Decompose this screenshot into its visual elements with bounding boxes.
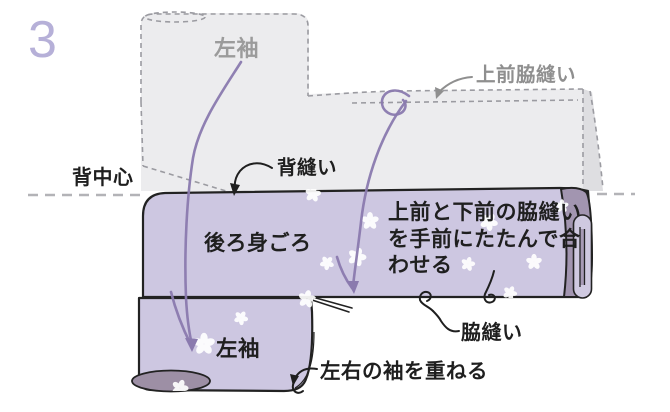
overlap-sleeves-arrow-head bbox=[290, 374, 299, 386]
ghost-sleeve-outline bbox=[140, 13, 309, 102]
side-seam-pinch-squiggle bbox=[483, 270, 496, 304]
motion-arrow-seam bbox=[351, 99, 408, 288]
motion-arrow-left-sleeve bbox=[184, 60, 243, 347]
fold-edge-detail bbox=[559, 187, 594, 299]
side-seam-pinch-loop bbox=[418, 290, 434, 312]
annotation-arrows bbox=[230, 76, 496, 394]
overlap-sleeves-label: 左右の袖を重ねる bbox=[320, 359, 488, 383]
side-seam-label: 脇縫い bbox=[461, 320, 523, 344]
sleeve-roll-edge bbox=[131, 369, 211, 393]
upper-front-side-seam-label: 上前脇縫い bbox=[476, 63, 576, 86]
back-seam-label: 背縫い bbox=[277, 156, 337, 179]
instruction-line-3: わせる bbox=[388, 254, 453, 277]
back-body-label: 後ろ身ごろ bbox=[204, 231, 312, 255]
upper-front-seam-arrow-head bbox=[435, 87, 444, 99]
ghost-right-outer-edge bbox=[589, 90, 604, 190]
instruction-line-2: を手前にたたんで合 bbox=[388, 227, 581, 251]
motion-arrow-seam-head bbox=[347, 281, 359, 294]
ghost-lower-left-edge bbox=[140, 101, 227, 192]
left-sleeve-panel bbox=[131, 296, 353, 393]
left-sleeve-label: 左袖 bbox=[216, 336, 260, 361]
step-number: 3 bbox=[28, 11, 57, 69]
motion-arrow-left-sleeve-head bbox=[185, 338, 198, 352]
diagram-labels: 上前脇縫い 背縫い 後ろ身ごろ 上前と下前の脇縫い を手前にたたんで合 わせる … bbox=[204, 63, 582, 383]
overlap-sleeves-corner-loop bbox=[291, 381, 304, 394]
ghost-inner-fold-line bbox=[351, 99, 579, 104]
under-sleeve-notch bbox=[308, 297, 353, 313]
motion-arrow-seam-loop bbox=[380, 89, 411, 116]
back-seam-arrow bbox=[233, 162, 273, 191]
ghost-silhouette: 左袖 bbox=[140, 11, 604, 192]
ghost-roll-edge bbox=[144, 11, 206, 23]
ghost-fold-band bbox=[583, 89, 603, 191]
fold-inner-lines bbox=[579, 227, 586, 287]
side-seam-arrow bbox=[432, 310, 460, 333]
sleeve-corner-double-line bbox=[294, 331, 315, 389]
back-center-guide: 背中心 bbox=[28, 165, 635, 197]
back-center-label: 背中心 bbox=[72, 165, 134, 189]
instruction-line-1: 上前と下前の脇縫い bbox=[388, 200, 582, 224]
back-seam-arrow-head bbox=[230, 183, 240, 196]
motion-arrows bbox=[169, 60, 411, 352]
ghost-left-sleeve-label: 左袖 bbox=[214, 36, 259, 61]
fold-inner-stripe bbox=[580, 229, 585, 285]
